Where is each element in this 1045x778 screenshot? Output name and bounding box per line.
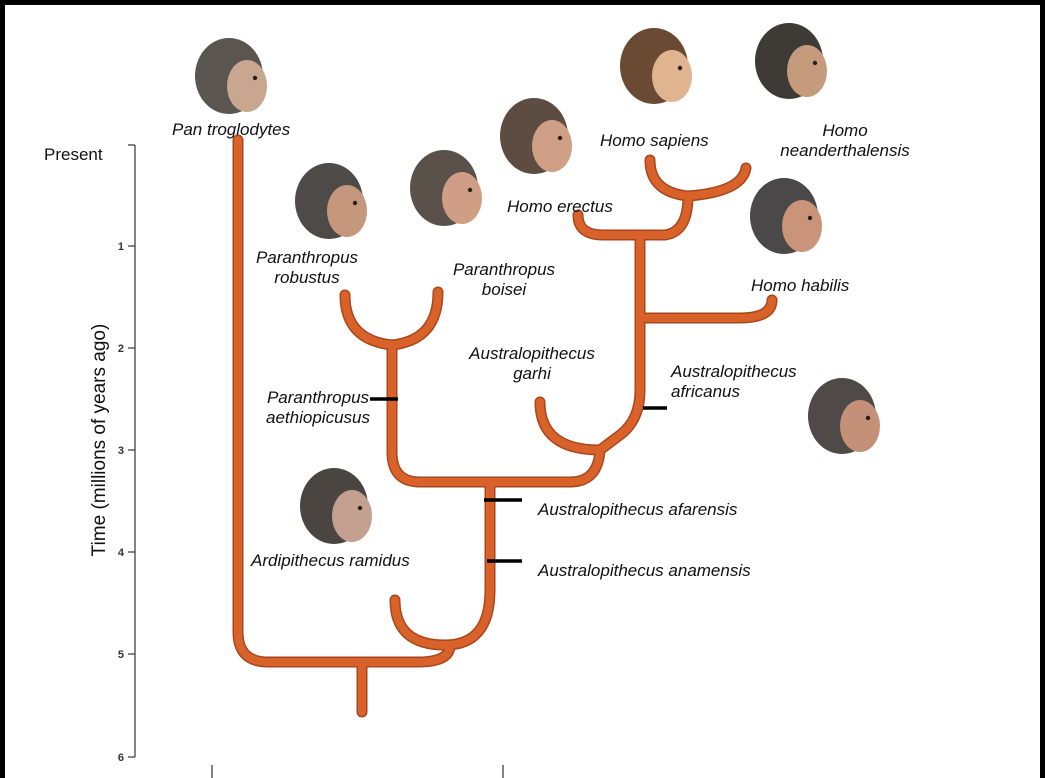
paranthropus-boisei-head	[410, 150, 482, 226]
time-axis	[128, 145, 503, 778]
tick-label-5: 5	[118, 649, 124, 661]
homo-erectus-head	[500, 98, 572, 174]
label-australopithecus-garhi: Australopithecus garhi	[452, 344, 612, 384]
tick-label-2: 2	[118, 343, 124, 355]
tick-label-1: 1	[118, 241, 124, 253]
label-australopithecus-anamensis: Australopithecus anamensis	[538, 561, 751, 581]
australopithecus-africanus-head	[808, 378, 880, 454]
pan-troglodytes-head	[195, 38, 267, 114]
label-australopithecus-africanus: Australopithecus africanus	[671, 362, 797, 402]
present-label: Present	[44, 145, 103, 165]
label-paranthropus-aethiopicus-line1: Paranthropus	[248, 388, 388, 408]
label-australopithecus-garhi-line1: Australopithecus	[452, 344, 612, 364]
label-homo-neanderthalensis: Homo neanderthalensis	[760, 121, 930, 161]
tick-label-6: 6	[118, 752, 124, 764]
ardipithecus-ramidus-head	[300, 468, 372, 544]
label-ardipithecus-ramidus: Ardipithecus ramidus	[251, 551, 410, 571]
homo-neanderthalensis-head	[755, 23, 827, 99]
branch-garhi	[540, 402, 600, 450]
label-pan-troglodytes: Pan troglodytes	[172, 120, 290, 140]
label-paranthropus-aethiopicus-line2: aethiopicusus	[248, 408, 388, 428]
label-paranthropus-aethiopicus: Paranthropus aethiopicusus	[248, 388, 388, 428]
label-paranthropus-boisei-line1: Paranthropus	[434, 260, 574, 280]
branch-homo-stem	[600, 235, 640, 450]
label-homo-sapiens: Homo sapiens	[600, 131, 709, 151]
tick-label-4: 4	[118, 547, 125, 559]
label-paranthropus-boisei: Paranthropus boisei	[434, 260, 574, 300]
label-homo-neanderthalensis-line1: Homo	[760, 121, 930, 141]
label-australopithecus-africanus-line1: Australopithecus	[671, 362, 797, 382]
label-homo-neanderthalensis-line2: neanderthalensis	[760, 141, 930, 161]
label-paranthropus-robustus: Paranthropus robustus	[247, 248, 367, 288]
tick-label-3: 3	[118, 445, 124, 457]
label-australopithecus-africanus-line2: africanus	[671, 382, 797, 402]
branch-habilis	[640, 300, 772, 318]
label-paranthropus-robustus-line1: Paranthropus	[247, 248, 367, 268]
label-homo-habilis: Homo habilis	[751, 276, 849, 296]
time-axis-label: Time (millions of years ago)	[89, 324, 111, 557]
label-paranthropus-boisei-line2: boisei	[434, 280, 574, 300]
label-homo-erectus: Homo erectus	[507, 197, 613, 217]
label-paranthropus-robustus-line2: robustus	[247, 268, 367, 288]
branch-ardipithecus	[395, 590, 490, 645]
homo-sapiens-head	[620, 28, 692, 104]
label-australopithecus-garhi-line2: garhi	[452, 364, 612, 384]
branch-paranthropus-fork	[345, 292, 438, 345]
label-australopithecus-afarensis: Australopithecus afarensis	[538, 500, 737, 520]
paranthropus-robustus-head	[295, 163, 367, 239]
homo-habilis-head	[750, 178, 822, 254]
